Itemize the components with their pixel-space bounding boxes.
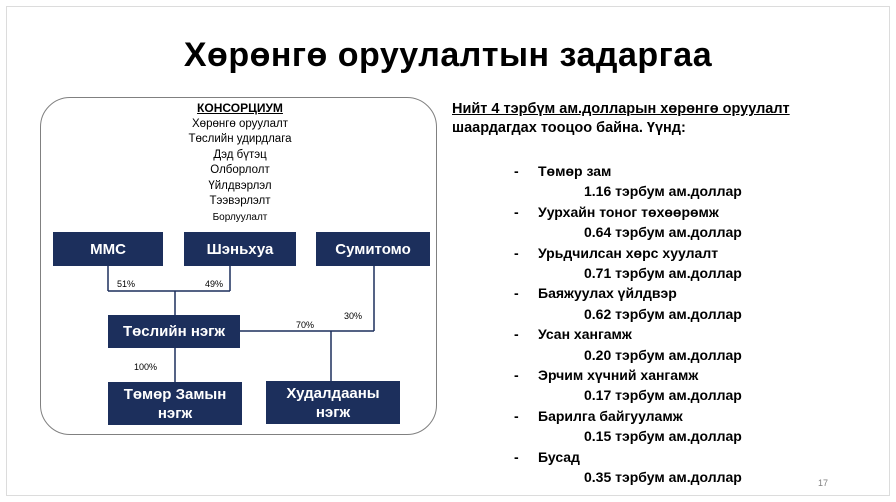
project-unit-node: Төслийн нэгж (108, 315, 240, 348)
railway-unit-node: Төмөр Замын нэгж (108, 382, 242, 425)
investment-label: Барилга байгууламж (538, 407, 683, 424)
page-number: 17 (818, 478, 829, 488)
trade-unit-node: Худалдааны нэгж (266, 381, 400, 424)
shenhua-project-share-label: 70% (296, 320, 315, 330)
investment-label: Бусад (538, 448, 580, 465)
bullet-dash: - (514, 203, 519, 220)
investment-label: Урьдчилсан хөрс хуулалт (538, 244, 719, 261)
investment-label: Төмөр зам (538, 163, 612, 179)
investment-item: - Баяжуулах үйлдвэр 0.62 тэрбум ам.доллар (514, 283, 834, 324)
trade-unit-label-line1: Худалдааны (286, 384, 380, 402)
investment-item: - Уурхайн тоног төхөөрөмж 0.64 тэрбум ам.… (514, 202, 834, 243)
investment-item: - Усан хангамж 0.20 тэрбум ам.доллар (514, 324, 834, 365)
bullet-dash: - (514, 326, 519, 343)
investment-amount: 0.20 тэрбум ам.доллар (584, 346, 742, 363)
railway-unit-label-line1: Төмөр Замын (123, 385, 227, 403)
slide-title: Хөрөнгө оруулалтын задаргаа (183, 36, 713, 74)
summary-line2: шаардагдах тооцоо байна. Үүнд: (452, 120, 686, 136)
investment-label: Уурхайн тоног төхөөрөмж (538, 203, 719, 220)
investment-item: - Төмөр зам 1.16 тэрбум ам.доллар (514, 161, 834, 202)
consortium-item: Хөрөнгө оруулалт (192, 117, 288, 130)
bullet-dash: - (514, 448, 519, 465)
railway-share-label: 100% (134, 362, 158, 372)
mmc-node: MMC (53, 232, 163, 266)
bullet-dash: - (514, 367, 519, 384)
bullet-dash: - (514, 163, 519, 179)
slide-frame (6, 6, 890, 496)
investment-amount: 0.35 тэрбум ам.доллар (584, 469, 742, 486)
consortium-item: Борлуулалт (212, 211, 268, 223)
investment-item: - Барилга байгууламж 0.15 тэрбум ам.долла… (514, 406, 834, 447)
consortium-item: Дэд бүтэц (213, 148, 267, 161)
bullet-dash: - (514, 244, 519, 261)
consortium-item: Олборлолт (210, 164, 270, 176)
investment-item: - Урьдчилсан хөрс хуулалт 0.71 тэрбум ам.… (514, 243, 834, 284)
investment-item: - Эрчим хүчний хангамж 0.17 тэрбум ам.дол… (514, 365, 834, 406)
bullet-dash: - (514, 407, 519, 424)
investment-amount: 0.62 тэрбум ам.доллар (584, 305, 742, 322)
mmc-share-label: 51% (117, 279, 136, 289)
bullet-dash: - (514, 285, 519, 302)
investment-label: Усан хангамж (538, 326, 632, 343)
consortium-description: КОНСОРЦИУМ Хөрөнгө оруулалт Төслийн удир… (150, 101, 330, 225)
investment-label: Баяжуулах үйлдвэр (538, 285, 677, 302)
trade-unit-label-line2: нэгж (315, 403, 351, 421)
railway-unit-label-line2: нэгж (157, 404, 193, 422)
investment-amount: 0.15 тэрбум ам.доллар (584, 428, 742, 445)
consortium-heading: КОНСОРЦИУМ (197, 101, 283, 115)
consortium-box (40, 97, 437, 435)
investment-amount: 0.17 тэрбум ам.доллар (584, 387, 742, 404)
investment-amount: 1.16 тэрбум ам.доллар (584, 183, 742, 200)
investment-label: Эрчим хүчний хангамж (538, 367, 699, 384)
investment-amount: 0.64 тэрбум ам.доллар (584, 224, 742, 241)
investment-list: - Төмөр зам 1.16 тэрбум ам.доллар - Уурхай… (514, 161, 834, 488)
investment-amount: 0.71 тэрбум ам.доллар (584, 265, 742, 282)
consortium-item: Үйлдвэрлэл (208, 179, 272, 192)
shenhua-node: Шэньхуа (184, 232, 296, 266)
summary-line1: Нийт 4 тэрбүм ам.долларын хөрөнгө оруула… (452, 101, 790, 117)
sumitomo-node: Сумитомо (316, 232, 430, 266)
sumitomo-share-label: 30% (344, 311, 363, 321)
investment-item: - Бусад 0.35 тэрбум ам.доллар (514, 447, 834, 488)
consortium-item: Тээвэрлэлт (209, 195, 271, 207)
shenhua-share-label: 49% (205, 279, 224, 289)
consortium-item: Төслийн удирдлага (188, 133, 292, 145)
investment-summary: Нийт 4 тэрбүм ам.долларын хөрөнгө оруула… (452, 100, 864, 138)
